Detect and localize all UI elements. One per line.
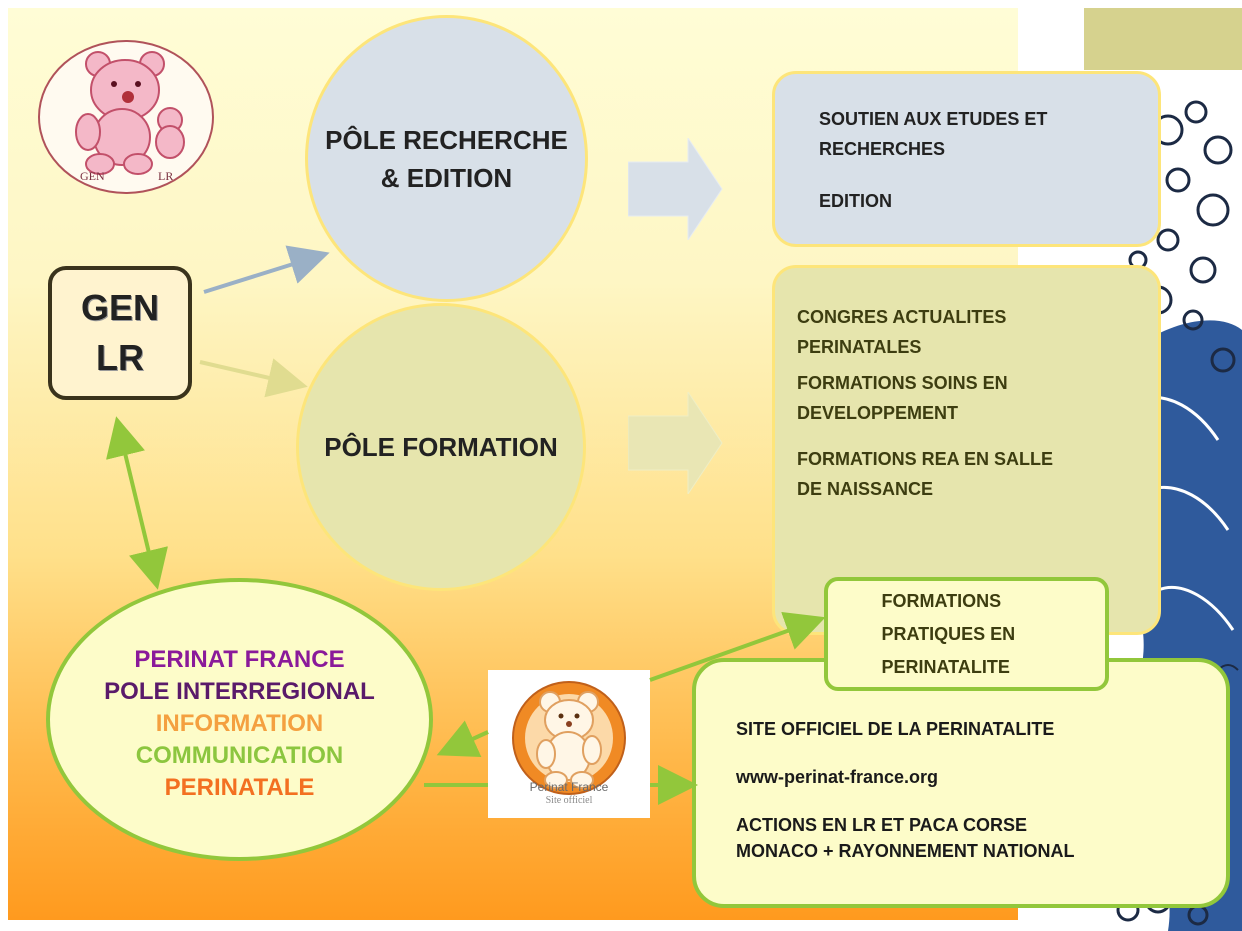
pole-formation-label: PÔLE FORMATION: [324, 432, 558, 462]
pratiques-line1: FORMATIONS: [881, 590, 1002, 611]
pole-recherche-node: PÔLE RECHERCHE & EDITION: [305, 15, 588, 302]
formation-item1-line1: CONGRES ACTUALITES: [797, 307, 1007, 327]
arrow-formation: [628, 392, 723, 494]
arrow-recherche: [628, 138, 723, 240]
bear-icon: [512, 681, 626, 795]
logo-text-lr: LR: [158, 169, 174, 183]
recherche-line3: EDITION: [819, 191, 893, 211]
perinat-line4: COMMUNICATION: [135, 741, 344, 769]
pf-logo-name: Perinat France: [529, 780, 609, 794]
formation-box: CONGRES ACTUALITES PERINATALES FORMATION…: [772, 265, 1161, 635]
site-line2: www-perinat-france.org: [736, 767, 939, 787]
gen-lr-logo: GEN LR: [38, 40, 214, 194]
formation-item2-line1: FORMATIONS SOINS EN: [797, 373, 1008, 393]
formation-item3-line1: FORMATIONS REA EN SALLE: [797, 449, 1053, 469]
gen-box-line2: LR: [96, 337, 144, 378]
perinat-france-node: PERINAT FRANCE POLE INTERREGIONAL INFORM…: [46, 578, 433, 861]
recherche-box: SOUTIEN AUX ETUDES ET RECHERCHES EDITION: [772, 71, 1161, 247]
formations-pratiques-box: FORMATIONS PRATIQUES EN PERINATALITE: [824, 577, 1109, 691]
perinat-line5: PERINATALE: [164, 773, 315, 801]
perinat-france-logo: Perinat France Site officiel: [488, 670, 650, 818]
gen-lr-box: GEN LR: [48, 266, 192, 400]
pole-recherche-line2: & EDITION: [380, 162, 513, 193]
site-line3: ACTIONS EN LR ET PACA CORSE: [736, 815, 1028, 835]
site-officiel-box: SITE OFFICIEL DE LA PERINATALITE www-per…: [692, 658, 1230, 908]
teddy-bear-icon: [75, 51, 185, 175]
corner-decoration: [1084, 8, 1242, 70]
pole-formation-node: PÔLE FORMATION: [296, 303, 586, 591]
recherche-line2: RECHERCHES: [819, 139, 946, 159]
perinat-line2: POLE INTERREGIONAL: [104, 677, 375, 705]
pf-logo-sub: Site officiel: [545, 795, 593, 806]
pratiques-line2: PRATIQUES EN: [881, 623, 1016, 644]
gen-box-line1: GEN: [80, 287, 159, 328]
site-line4: MONACO + RAYONNEMENT NATIONAL: [736, 841, 1075, 861]
pratiques-line3: PERINATALITE: [881, 656, 1010, 677]
site-line1: SITE OFFICIEL DE LA PERINATALITE: [736, 719, 1055, 739]
formation-item3-line2: DE NAISSANCE: [797, 479, 934, 499]
perinat-line1: PERINAT FRANCE: [134, 645, 345, 673]
pole-recherche-line1: PÔLE RECHERCHE: [325, 124, 568, 155]
formation-item2-line2: DEVELOPPEMENT: [797, 403, 959, 423]
formation-item1-line2: PERINATALES: [797, 337, 922, 357]
recherche-line1: SOUTIEN AUX ETUDES ET: [819, 109, 1048, 129]
perinat-line3: INFORMATION: [155, 709, 324, 737]
logo-text-gen: GEN: [80, 169, 105, 183]
